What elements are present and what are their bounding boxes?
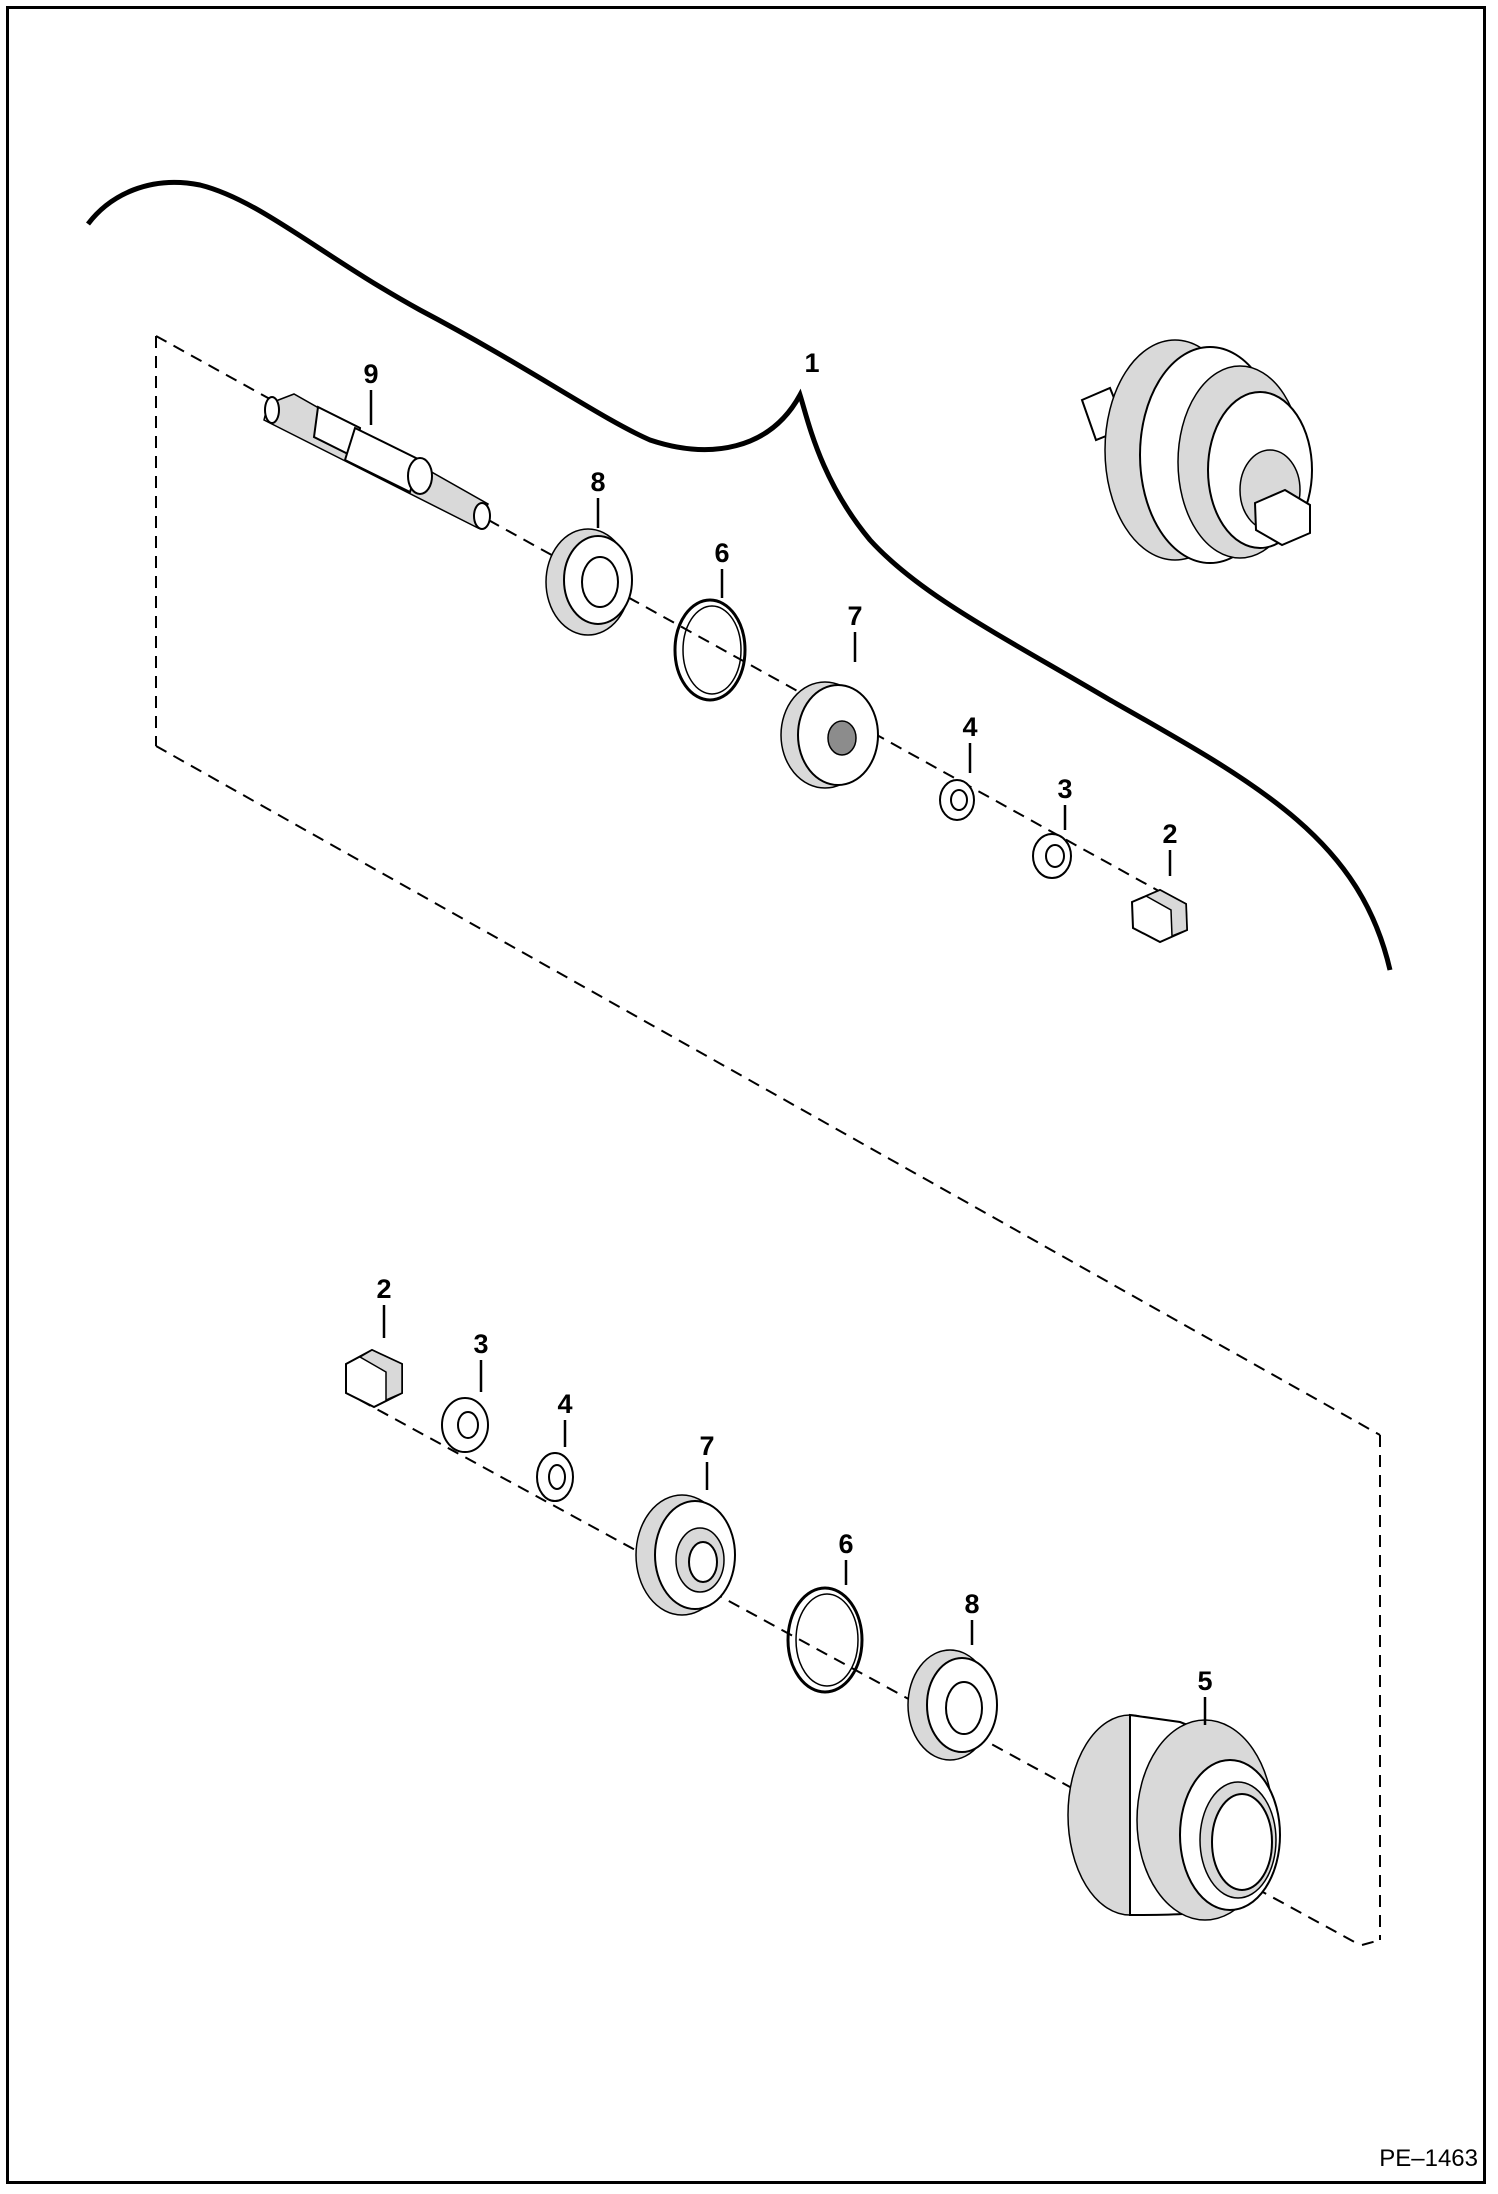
callout-nut-upper: 2 bbox=[1162, 819, 1177, 849]
washer-part-upper bbox=[939, 779, 975, 821]
leader-lines bbox=[369, 390, 1207, 1725]
callout-retainer-upper: 6 bbox=[714, 538, 729, 568]
callout-nut-lower: 2 bbox=[376, 1274, 391, 1304]
page-frame bbox=[6, 6, 1486, 2184]
retainer-ring-upper bbox=[673, 598, 747, 702]
callout-washer-lower: 4 bbox=[557, 1389, 572, 1419]
lock-washer-part-upper bbox=[1032, 833, 1072, 879]
callout-roller-lower: 5 bbox=[1197, 1666, 1212, 1696]
bearing-part-lower bbox=[907, 1649, 998, 1761]
callout-washer-upper: 4 bbox=[962, 712, 977, 742]
callout-seal-lower: 7 bbox=[699, 1431, 714, 1461]
nut-part-lower bbox=[345, 1348, 403, 1409]
roller-part-lower bbox=[1067, 1713, 1281, 1921]
callout-lock-washer-upper: 3 bbox=[1057, 774, 1072, 804]
assembly-bracket bbox=[86, 179, 1393, 971]
assembled-roller bbox=[1080, 339, 1313, 564]
callout-lock-washer-lower: 3 bbox=[473, 1329, 488, 1359]
bearing-part-upper bbox=[545, 528, 633, 636]
nut-part-upper bbox=[1130, 888, 1189, 944]
callout-seal-upper: 7 bbox=[847, 601, 862, 631]
callout-shaft: 9 bbox=[363, 359, 378, 389]
callout-bearing-lower: 8 bbox=[964, 1589, 979, 1619]
shaft-part bbox=[263, 393, 491, 530]
lock-washer-part-lower bbox=[441, 1397, 489, 1453]
seal-part-lower bbox=[635, 1494, 736, 1616]
washer-part-lower bbox=[536, 1452, 574, 1502]
figure-reference: PE–1463 bbox=[1379, 2145, 1478, 2172]
explode-path-lines bbox=[155, 335, 1381, 1946]
callout-bearing-upper: 8 bbox=[590, 467, 605, 497]
seal-part-upper bbox=[780, 681, 879, 789]
retainer-ring-lower bbox=[786, 1586, 864, 1694]
callout-retainer-lower: 6 bbox=[838, 1529, 853, 1559]
callout-assembly: 1 bbox=[804, 348, 819, 378]
